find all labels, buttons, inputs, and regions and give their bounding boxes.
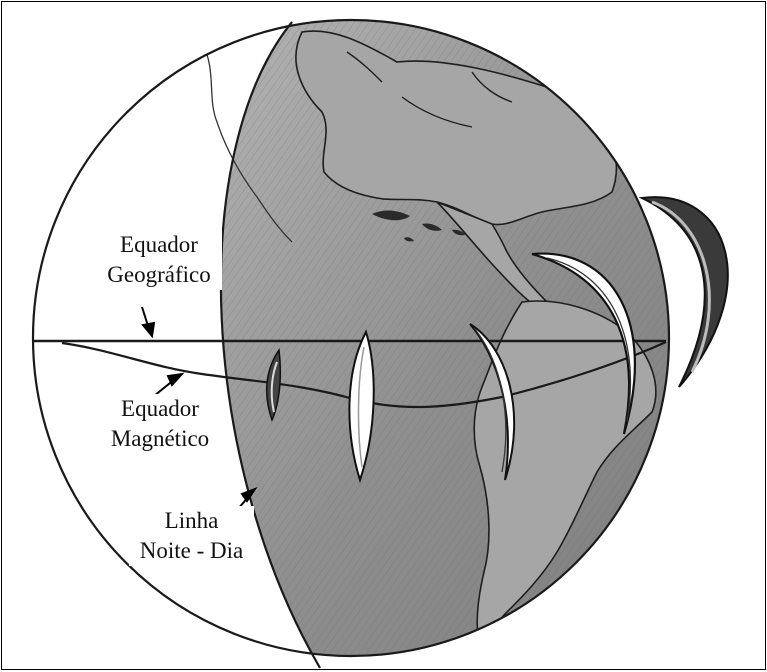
night-side [221,2,722,668]
label-terminator-line1: Linha [129,506,254,536]
label-magnetic-equator-line1: Equador [96,394,224,424]
label-geographic-equator-line2: Geográfico [96,260,222,290]
label-terminator-line2: Noite - Dia [129,536,254,566]
label-geographic-equator-line1: Equador [96,230,222,260]
label-terminator: Linha Noite - Dia [129,506,254,566]
arrow-magnetic-equator [154,374,182,396]
label-geographic-equator: Equador Geográfico [96,230,222,290]
label-magnetic-equator-line2: Magnético [96,424,224,454]
arrow-geographic-equator [142,307,154,336]
label-magnetic-equator: Equador Magnético [96,394,224,454]
